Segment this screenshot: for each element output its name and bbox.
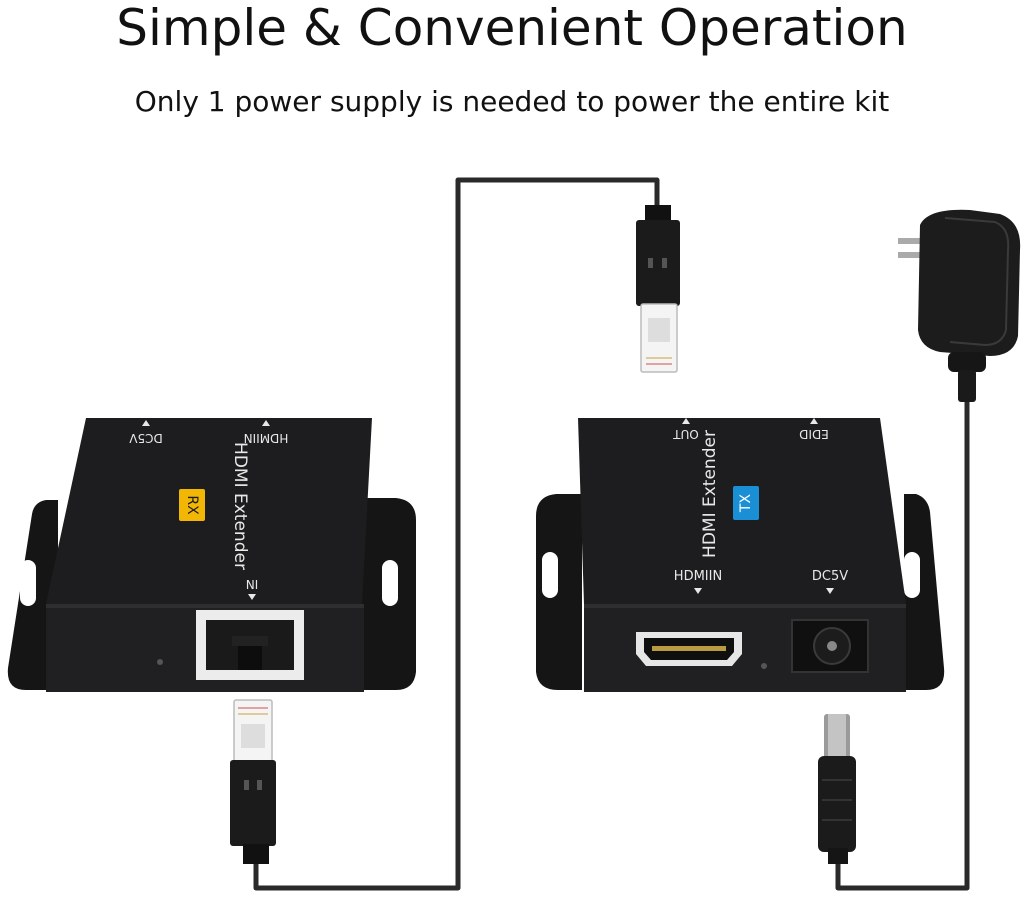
tx-transmitter-device: TX HDMI Extender OUT EDID HDMIIN DC5V: [536, 418, 945, 692]
rx-product-label: HDMI Extender: [230, 442, 250, 570]
power-cable: [835, 367, 970, 891]
tx-port-out-label: OUT: [673, 427, 699, 441]
tx-port-edid-label: EDID: [799, 427, 829, 441]
dc-barrel-plug: [818, 714, 856, 864]
rx-port-hdmi-label: HDMIIN: [244, 431, 289, 445]
rx-port-dc-label: DC5V: [128, 431, 162, 445]
rj45-plug-bottom: [230, 699, 276, 864]
rx-port-in-label: IN: [246, 577, 259, 591]
ethernet-cable: [253, 177, 660, 891]
tx-product-label: HDMI Extender: [700, 430, 720, 558]
page-subtitle: Only 1 power supply is needed to power t…: [134, 85, 890, 118]
tx-badge-bg: [733, 486, 759, 520]
power-adapter: [835, 209, 1021, 891]
tx-port-hdmi-label: HDMIIN: [674, 569, 722, 584]
rx-receiver-device: RX HDMI Extender HDMIIN DC5V IN: [7, 418, 416, 692]
rx-badge-bg: [179, 489, 205, 521]
tx-badge: TX: [738, 494, 754, 514]
page-title: Simple & Convenient Operation: [116, 0, 908, 57]
tx-port-dc-label: DC5V: [812, 569, 848, 584]
rj45-plug-top: [636, 205, 680, 373]
rx-badge: RX: [184, 495, 200, 515]
